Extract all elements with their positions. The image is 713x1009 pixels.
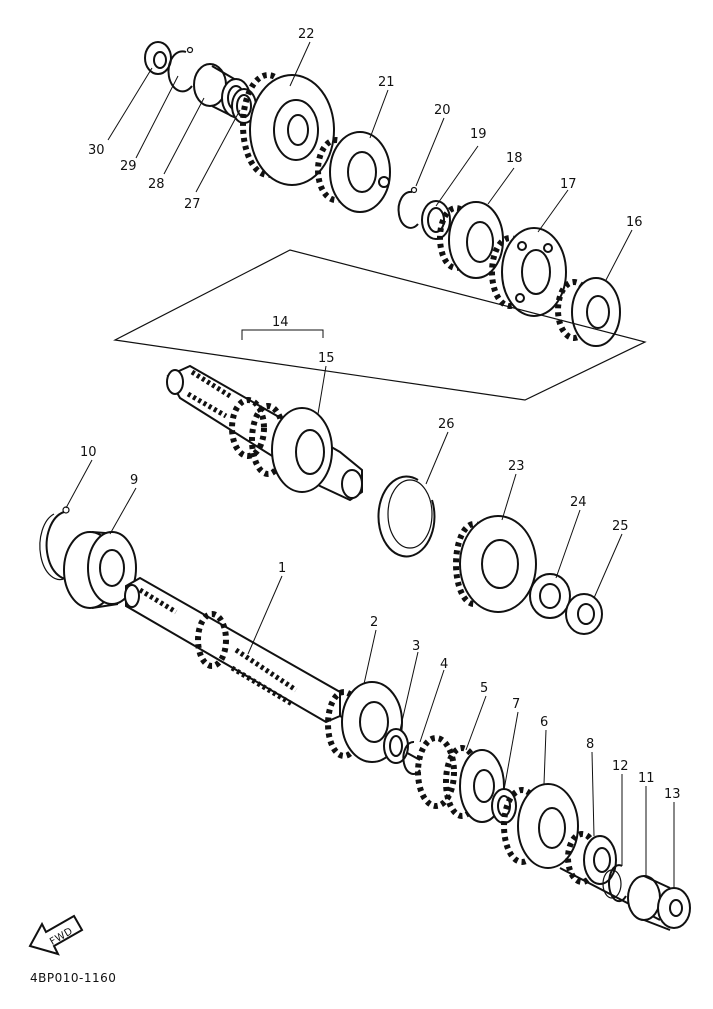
- part-15-main-axle: [166, 364, 363, 502]
- leader-lines: [65, 41, 675, 888]
- part-3-washer: [383, 728, 409, 764]
- part-29-circlip: [167, 46, 194, 93]
- part-30-oil-seal: [144, 41, 172, 75]
- part-17-gear: [489, 227, 567, 317]
- callout-10: 10: [80, 445, 97, 460]
- callout-14: 14: [272, 315, 289, 330]
- callout-20: 20: [434, 103, 451, 118]
- callout-30: 30: [88, 143, 105, 158]
- callout-23: 23: [508, 459, 525, 474]
- part-12-circlip: [602, 864, 627, 903]
- part-11-needle-bearing: [627, 875, 671, 931]
- callout-9: 9: [130, 473, 138, 488]
- callout-3: 3: [412, 639, 420, 654]
- callout-17: 17: [560, 177, 577, 192]
- part-13-collar: [657, 887, 691, 929]
- part-22-gear: [240, 72, 335, 186]
- part-20-circlip: [397, 186, 419, 229]
- part-19-washer: [421, 200, 451, 240]
- callout-18: 18: [506, 151, 523, 166]
- callout-7: 7: [512, 697, 520, 712]
- part-6-gear: [501, 783, 579, 869]
- callout-4: 4: [440, 657, 448, 672]
- fwd-arrow-icon: FWD: [28, 914, 84, 956]
- callout-29: 29: [120, 159, 137, 174]
- callout-13: 13: [664, 787, 681, 802]
- part-9-bearing: [63, 531, 137, 609]
- callout-1: 1: [278, 561, 286, 576]
- callout-16: 16: [626, 215, 643, 230]
- callout-15: 15: [318, 351, 335, 366]
- callout-19: 19: [470, 127, 487, 142]
- callout-8: 8: [586, 737, 594, 752]
- callout-26: 26: [438, 417, 455, 432]
- part-25-nut: [565, 593, 603, 635]
- callout-28: 28: [148, 177, 165, 192]
- callout-2: 2: [370, 615, 378, 630]
- diagram-code: 4BP010-1160: [30, 971, 116, 985]
- callout-27: 27: [184, 197, 201, 212]
- callout-24: 24: [570, 495, 587, 510]
- callout-labels: 1 2 3 4 5 7 6 8 12 11 13 9 10 14 15 16 1…: [80, 27, 681, 802]
- part-18-gear: [437, 201, 504, 279]
- part-16-gear: [555, 277, 621, 347]
- part-23-gear: [453, 515, 537, 613]
- part-24-lock-washer: [529, 573, 571, 619]
- callout-21: 21: [378, 75, 395, 90]
- callout-11: 11: [638, 771, 655, 786]
- part-26-circlip: [377, 475, 436, 558]
- part-5-gear: [415, 735, 505, 823]
- callout-25: 25: [612, 519, 629, 534]
- callout-5: 5: [480, 681, 488, 696]
- callout-6: 6: [540, 715, 548, 730]
- bracket-14: [241, 329, 324, 340]
- part-21-gear: [315, 131, 391, 213]
- part-1-drive-axle: [124, 576, 661, 921]
- callout-12: 12: [612, 759, 629, 774]
- subassembly-outline: [113, 249, 647, 401]
- callout-22: 22: [298, 27, 315, 42]
